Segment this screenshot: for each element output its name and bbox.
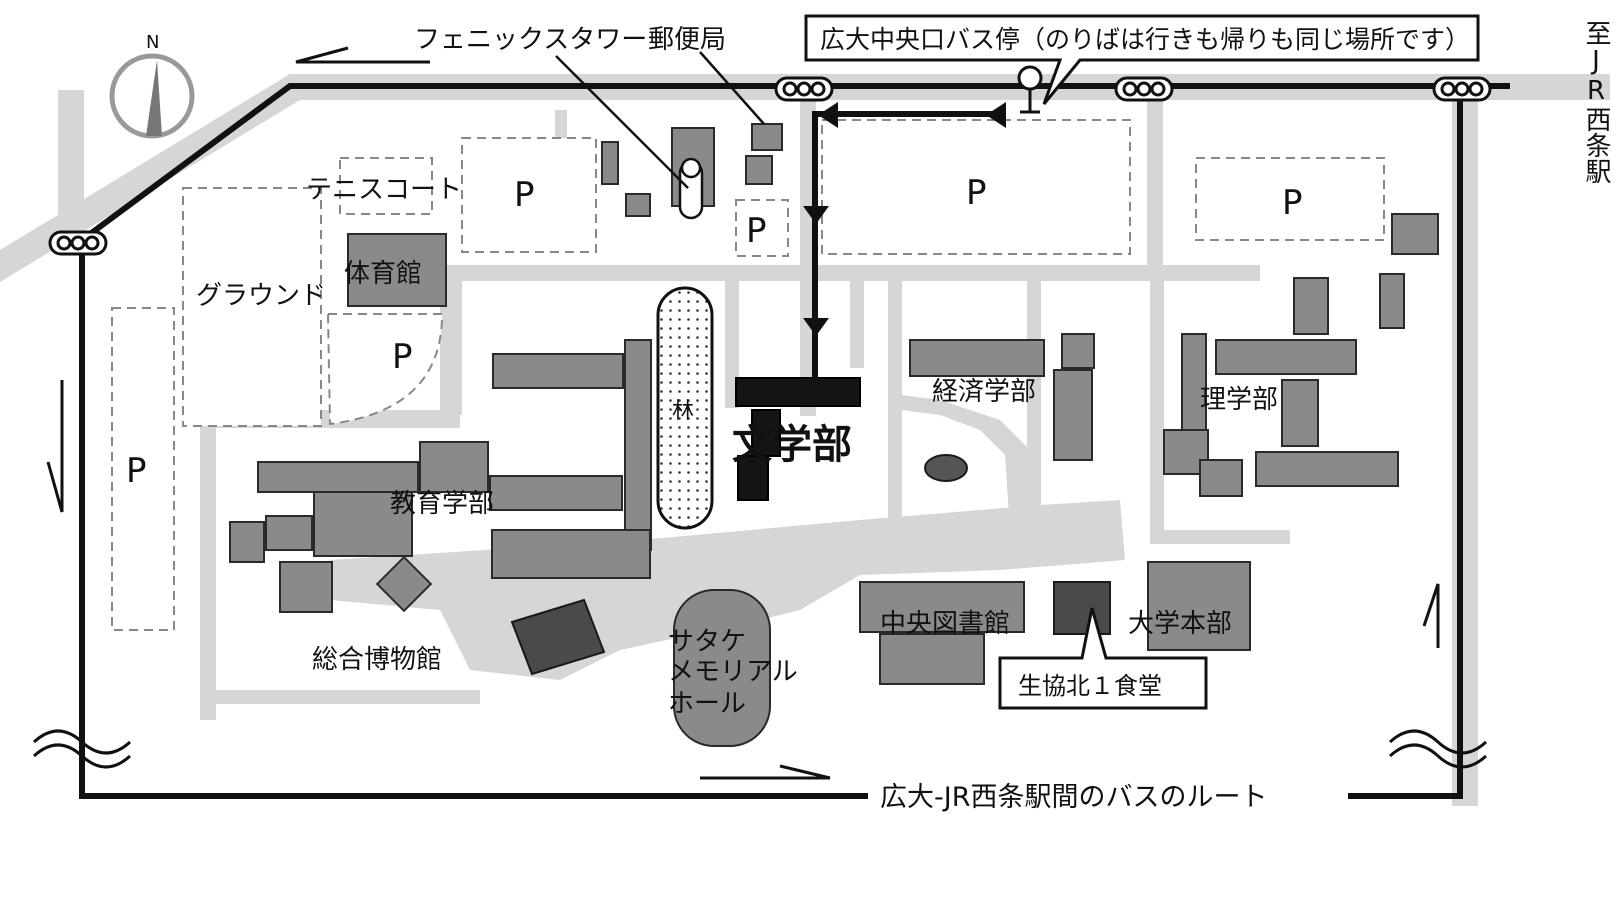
- museum-building: [510, 598, 606, 676]
- tennis-court-label: テニスコート: [306, 175, 462, 205]
- traffic-signal-icon: [1114, 76, 1174, 102]
- tennis-court: [339, 157, 433, 215]
- ground-field: [182, 187, 322, 427]
- administration-label: 大学本部: [1128, 609, 1232, 639]
- destination-station-label: 至JR西条駅: [1581, 20, 1611, 184]
- bus-route: [79, 83, 1510, 799]
- compass-icon: N: [109, 32, 195, 139]
- parking-lot: [821, 119, 1131, 255]
- traffic-signal-icon: [48, 230, 108, 256]
- traffic-signal-icon: [1432, 76, 1492, 102]
- economics-label: 経済学部: [932, 377, 1036, 407]
- leader-lines: [555, 51, 765, 189]
- parking-lot: [326, 313, 443, 426]
- parking-lots: [111, 119, 1385, 631]
- coop-callout: 生協北１食堂: [998, 607, 1208, 710]
- administration-building: [1147, 561, 1251, 651]
- parking-label: P: [966, 173, 987, 213]
- compass-label: N: [146, 32, 159, 53]
- science-label: 理学部: [1200, 385, 1278, 415]
- letters-label: 文学部: [732, 422, 852, 468]
- satake-hall-label-2: メモリアル: [668, 657, 798, 687]
- central-library-building: [859, 581, 1025, 633]
- bus-stop-callout-text: 広大中央口バス停（のりばは行きも帰りも同じ場所です）: [820, 25, 1470, 54]
- parking-lot: [461, 137, 597, 253]
- phoenix-tower-label: フェニックスタワー: [414, 25, 647, 55]
- parking-label: P: [514, 175, 535, 215]
- ground-label: グラウンド: [196, 281, 326, 311]
- education-label: 教育学部: [390, 489, 494, 519]
- break-marks: [32, 729, 1488, 769]
- coop-cafeteria-building: [1053, 581, 1111, 635]
- parking-lot: [1195, 157, 1385, 241]
- parking-label: P: [1282, 183, 1303, 223]
- forest-area: [656, 286, 714, 530]
- route-legend-bg: [868, 776, 1348, 816]
- parking-label: P: [126, 451, 147, 491]
- parking-label: P: [746, 211, 767, 251]
- satake-hall-label-1: サタケ: [668, 627, 746, 657]
- parking-label: P: [392, 337, 413, 377]
- central-library-label: 中央図書館: [880, 609, 1010, 639]
- route-legend: 広大-JR西条駅間のバスのルート: [880, 782, 1267, 813]
- satake-hall-building: [673, 589, 771, 747]
- gymnasium-label: 体育館: [344, 259, 422, 289]
- buildings: [229, 123, 1439, 685]
- forest-label: 林: [672, 399, 694, 424]
- letters-building: [735, 377, 861, 407]
- parking-lot: [735, 199, 789, 257]
- phoenix-tower-icon: [678, 157, 704, 220]
- traffic-signal-icon: [774, 76, 834, 102]
- gymnasium-building: [347, 233, 447, 307]
- post-office-label: 郵便局: [648, 25, 726, 55]
- museum-label: 総合博物館: [312, 645, 442, 675]
- direction-arrows: [46, 46, 1440, 780]
- satake-hall-label-3: ホール: [668, 689, 746, 719]
- parking-lot: [111, 307, 175, 631]
- bus-stop-icon: [1017, 65, 1043, 114]
- coop-callout-text: 生協北１食堂: [1018, 672, 1162, 700]
- labels: フェニックスタワー 郵便局 テニスコート グラウンド 体育館 教育学部 総合博物…: [126, 25, 1303, 719]
- bus-stop-callout: 広大中央口バス停（のりばは行きも帰りも同じ場所です）: [804, 14, 1480, 105]
